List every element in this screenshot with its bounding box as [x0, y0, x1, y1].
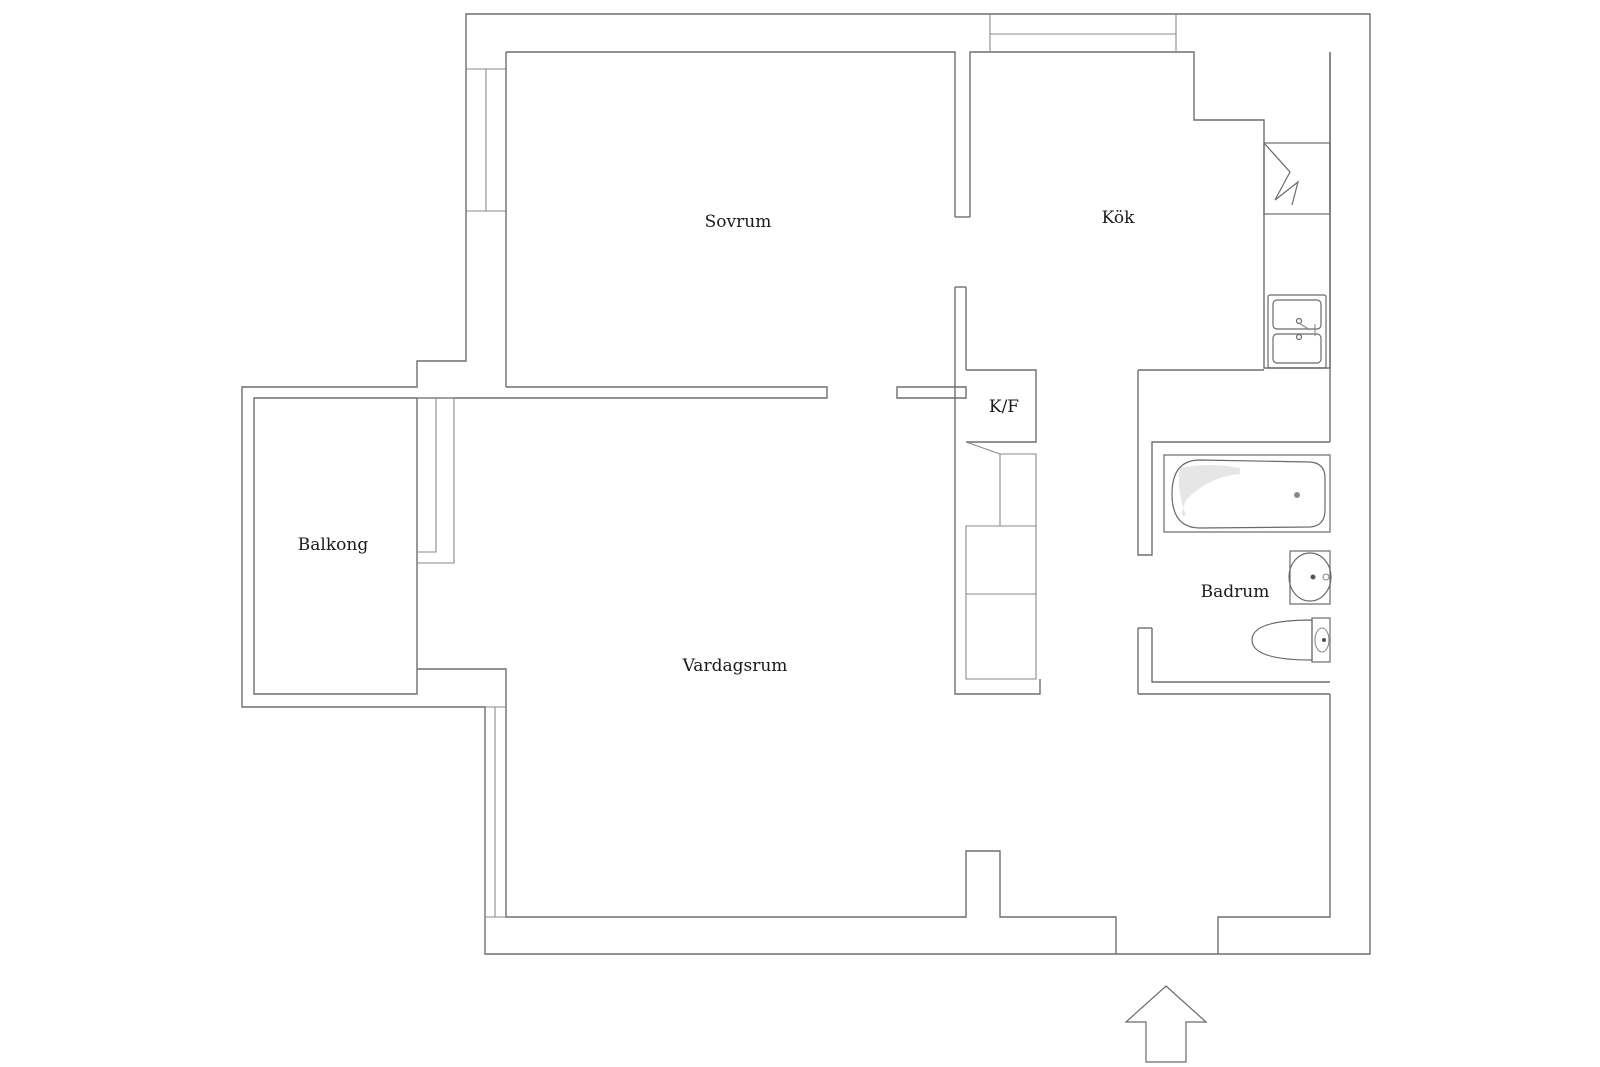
room-label-kf: K/F	[989, 397, 1019, 417]
toilet-icon	[1251, 617, 1331, 663]
entrance-arrow-icon	[1124, 985, 1208, 1063]
kitchen-sink-icon	[1267, 294, 1327, 369]
stove-icon	[1263, 142, 1331, 215]
room-label-badrum: Badrum	[1201, 582, 1270, 602]
room-label-vardagsrum: Vardagsrum	[682, 656, 788, 676]
bathtub-icon	[1163, 454, 1331, 533]
interior-walls	[417, 216, 1330, 695]
room-label-kok: Kök	[1102, 208, 1135, 228]
room-label-sovrum: Sovrum	[705, 212, 772, 232]
exterior-walls	[241, 13, 1371, 955]
washbasin-icon	[1288, 550, 1332, 605]
balcony	[253, 397, 507, 918]
room-label-balkong: Balkong	[298, 535, 369, 555]
